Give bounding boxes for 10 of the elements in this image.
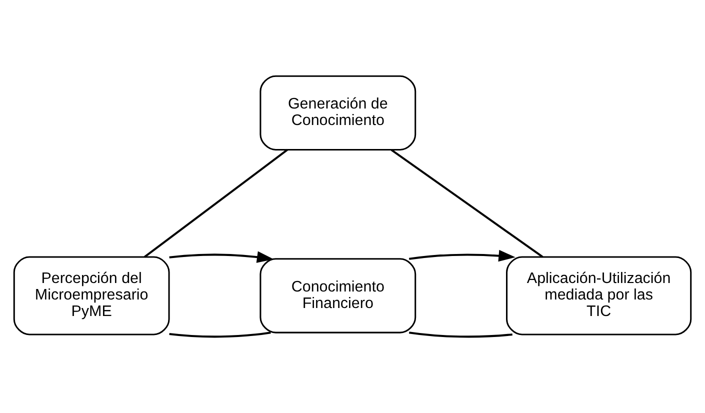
node-box: Conocimiento Financiero [260, 258, 416, 334]
connector [144, 148, 288, 258]
node-box: Generación de Conocimiento [260, 75, 416, 150]
connector [390, 149, 544, 258]
arrow [408, 250, 516, 262]
node-box: Aplicación-Utilización mediada por las TIC [506, 256, 692, 336]
connector [408, 332, 512, 338]
arrow [169, 251, 274, 263]
node-box: Percepción del Microempresario PyME [13, 256, 170, 336]
connector [169, 332, 271, 338]
